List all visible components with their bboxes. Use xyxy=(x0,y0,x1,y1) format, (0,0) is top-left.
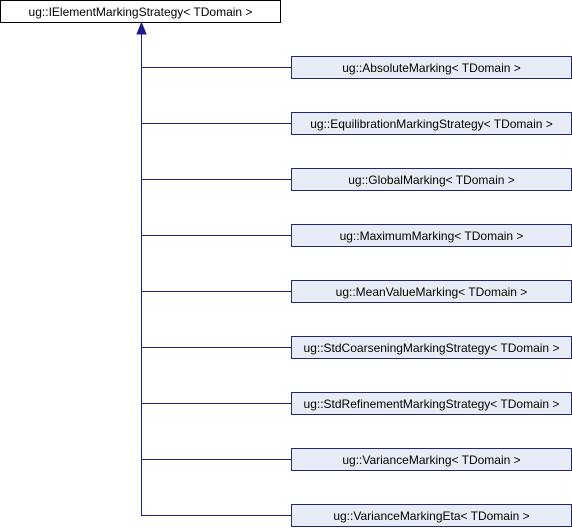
inheritance-arrowhead xyxy=(136,21,147,35)
derived-class-label: ug::MeanValueMarking< TDomain > xyxy=(336,285,528,299)
derived-class-label: ug::AbsoluteMarking< TDomain > xyxy=(342,61,521,75)
derived-class-node[interactable]: ug::VarianceMarking< TDomain > xyxy=(291,448,572,471)
derived-class-label: ug::EquilibrationMarkingStrategy< TDomai… xyxy=(310,117,553,131)
base-class-node[interactable]: ug::IElementMarkingStrategy< TDomain > xyxy=(0,0,281,23)
derived-class-label: ug::GlobalMarking< TDomain > xyxy=(348,173,515,187)
derived-class-node[interactable]: ug::AbsoluteMarking< TDomain > xyxy=(291,56,572,79)
derived-classes: ug::AbsoluteMarking< TDomain >ug::Equili… xyxy=(141,56,572,527)
derived-class-node[interactable]: ug::EquilibrationMarkingStrategy< TDomai… xyxy=(291,112,572,135)
derived-class-node[interactable]: ug::StdCoarseningMarkingStrategy< TDomai… xyxy=(291,336,572,359)
derived-class-node[interactable]: ug::GlobalMarking< TDomain > xyxy=(291,168,572,191)
derived-class-label: ug::StdCoarseningMarkingStrategy< TDomai… xyxy=(304,341,560,355)
base-class-box xyxy=(0,0,281,23)
derived-class-node[interactable]: ug::MeanValueMarking< TDomain > xyxy=(291,280,572,303)
derived-class-node[interactable]: ug::VarianceMarkingEta< TDomain > xyxy=(291,504,572,527)
derived-class-label: ug::VarianceMarking< TDomain > xyxy=(342,453,520,467)
derived-class-node[interactable]: ug::MaximumMarking< TDomain > xyxy=(291,224,572,247)
derived-class-label: ug::StdRefinementMarkingStrategy< TDomai… xyxy=(304,397,560,411)
derived-class-label: ug::MaximumMarking< TDomain > xyxy=(340,229,524,243)
derived-class-node[interactable]: ug::StdRefinementMarkingStrategy< TDomai… xyxy=(291,392,572,415)
derived-class-label: ug::VarianceMarkingEta< TDomain > xyxy=(333,509,529,523)
base-class-label: ug::IElementMarkingStrategy< TDomain > xyxy=(29,5,253,19)
